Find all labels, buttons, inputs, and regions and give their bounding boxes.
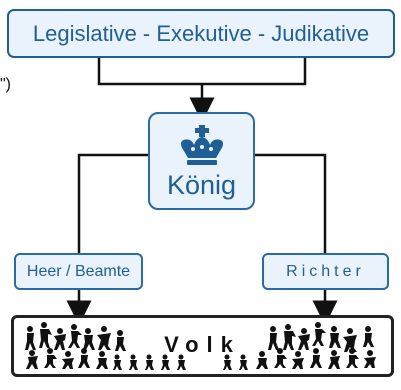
people-label: Volk	[164, 332, 241, 357]
king-box: König	[148, 112, 255, 210]
army-officials-box: Heer / Beamte	[14, 253, 143, 290]
judges-label: Richter	[286, 262, 365, 280]
powers-label: Legislative - Exekutive - Judikative	[32, 20, 370, 46]
people-box: Volk	[11, 315, 394, 377]
crowd-icon	[25, 322, 376, 370]
powers-box: Legislative - Exekutive - Judikative	[7, 9, 395, 58]
connector-king-to-richter	[255, 153, 327, 253]
crown-icon	[180, 125, 223, 165]
edge-text-fragment: ")	[0, 76, 12, 93]
connector-top-bracket	[97, 58, 307, 86]
army-officials-label: Heer / Beamte	[26, 262, 131, 280]
connector-king-to-heer	[77, 153, 148, 253]
king-label: König	[166, 170, 237, 200]
judges-box: Richter	[262, 253, 389, 290]
